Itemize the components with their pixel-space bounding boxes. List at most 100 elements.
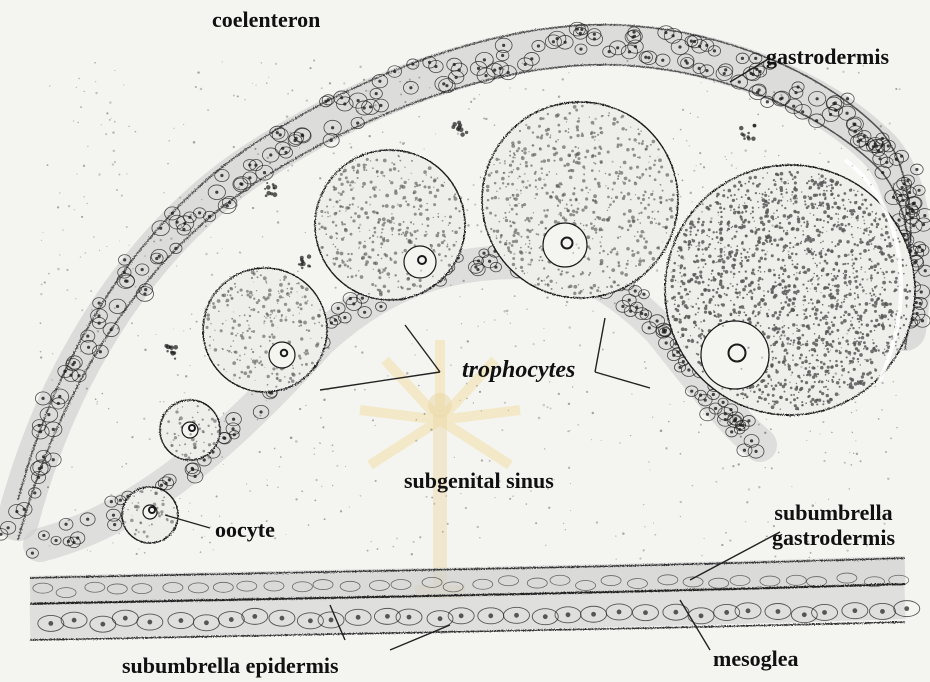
cell-nucleus [375, 92, 378, 95]
cell-nucleus [921, 319, 924, 322]
cell-nucleus [501, 54, 504, 57]
cell-nucleus [621, 305, 624, 308]
cell-nucleus [724, 610, 729, 615]
cell-nucleus [369, 105, 372, 108]
label-coelenteron: coelenteron [212, 9, 320, 31]
cell-nucleus [379, 305, 382, 308]
cell-nucleus [920, 290, 923, 293]
label-subumbrella-epidermis: subumbrella epidermis [122, 655, 339, 677]
cell-nucleus [327, 98, 330, 101]
cell-nucleus [634, 289, 637, 292]
cell-nucleus [502, 44, 505, 47]
cell-nucleus [723, 72, 726, 75]
cell-nucleus [407, 615, 412, 620]
cell-nucleus [593, 33, 596, 36]
cell-nucleus [704, 398, 707, 401]
cell-nucleus [887, 144, 890, 147]
cell-nucleus [301, 134, 304, 137]
cell-nucleus [393, 70, 396, 73]
cell-nucleus [757, 88, 760, 91]
oocyte-cell [122, 487, 178, 543]
cell-nucleus [223, 437, 226, 440]
cell-nucleus [915, 260, 918, 263]
floating-cell [301, 262, 305, 266]
cell-nucleus [160, 484, 163, 487]
cell-nucleus [919, 302, 922, 305]
cell-nucleus [881, 171, 884, 174]
cell-nucleus [476, 268, 479, 271]
cell-nucleus [746, 608, 751, 613]
cell-nucleus [579, 48, 582, 51]
cell-nucleus [248, 163, 251, 166]
cell-nucleus [543, 614, 548, 619]
oocyte-nucleus [543, 223, 587, 267]
cell-nucleus [832, 102, 835, 105]
cell-nucleus [41, 397, 44, 400]
cell-nucleus [69, 374, 72, 377]
floating-cell [169, 345, 174, 350]
cell-nucleus [741, 424, 744, 427]
cell-nucleus [58, 395, 61, 398]
cell-nucleus [656, 319, 659, 322]
cell-nucleus [628, 50, 631, 53]
cell-nucleus [409, 86, 412, 89]
cell-nucleus [552, 40, 555, 43]
oocyte-nucleus [404, 246, 436, 278]
cell-nucleus [182, 228, 185, 231]
cell-nucleus [678, 45, 681, 48]
cell-nucleus [524, 63, 527, 66]
cell-nucleus [357, 99, 360, 102]
cell-nucleus [477, 259, 480, 262]
cell-nucleus [915, 301, 918, 304]
cell-nucleus [881, 144, 884, 147]
floating-cell [266, 185, 271, 190]
cell-nucleus [123, 271, 126, 274]
cell-nucleus [917, 189, 920, 192]
cell-nucleus [331, 126, 334, 129]
floating-cell [173, 345, 178, 350]
cell-nucleus [922, 223, 925, 226]
label-oocyte: oocyte [215, 519, 275, 541]
floating-cell [301, 267, 303, 269]
cell-nucleus [191, 468, 194, 471]
label-subumbrella-gastrodermis-line2: gastrodermis [772, 525, 895, 550]
cell-nucleus [880, 609, 885, 614]
leader-trophocytes-4 [595, 372, 650, 388]
cell-nucleus [754, 57, 757, 60]
floating-cell [265, 194, 268, 197]
cell-nucleus [198, 211, 201, 214]
floating-cell [264, 188, 266, 190]
oocyte-cell [203, 268, 327, 392]
cell-nucleus [690, 390, 693, 393]
cell-nucleus [42, 455, 45, 458]
floating-cell [465, 131, 468, 134]
cell-nucleus [705, 69, 708, 72]
cell-nucleus [47, 413, 50, 416]
cell-nucleus [97, 314, 100, 317]
cell-nucleus [722, 401, 725, 404]
cell-nucleus [671, 34, 674, 37]
floating-cell [753, 124, 756, 127]
cell-nucleus [72, 618, 77, 623]
cell-nucleus [123, 258, 126, 261]
cell-nucleus [330, 139, 333, 142]
cell-nucleus [337, 307, 340, 310]
cell-nucleus [642, 293, 645, 296]
cell-nucleus [379, 104, 382, 107]
cell-nucleus [730, 430, 733, 433]
cell-nucleus [141, 268, 144, 271]
floating-cell [166, 350, 168, 352]
cell-nucleus [904, 606, 909, 611]
cell-nucleus [921, 249, 924, 252]
cell-nucleus [734, 419, 737, 422]
cell-nucleus [280, 616, 285, 621]
cell-nucleus [631, 36, 634, 39]
cell-nucleus [42, 534, 45, 537]
cell-nucleus [356, 121, 359, 124]
label-trophocytes: trophocytes [462, 358, 575, 382]
cell-nucleus [208, 215, 211, 218]
cell-nucleus [144, 288, 147, 291]
oocyte-cell [315, 150, 465, 300]
cell-nucleus [87, 346, 90, 349]
cell-nucleus [164, 482, 167, 485]
